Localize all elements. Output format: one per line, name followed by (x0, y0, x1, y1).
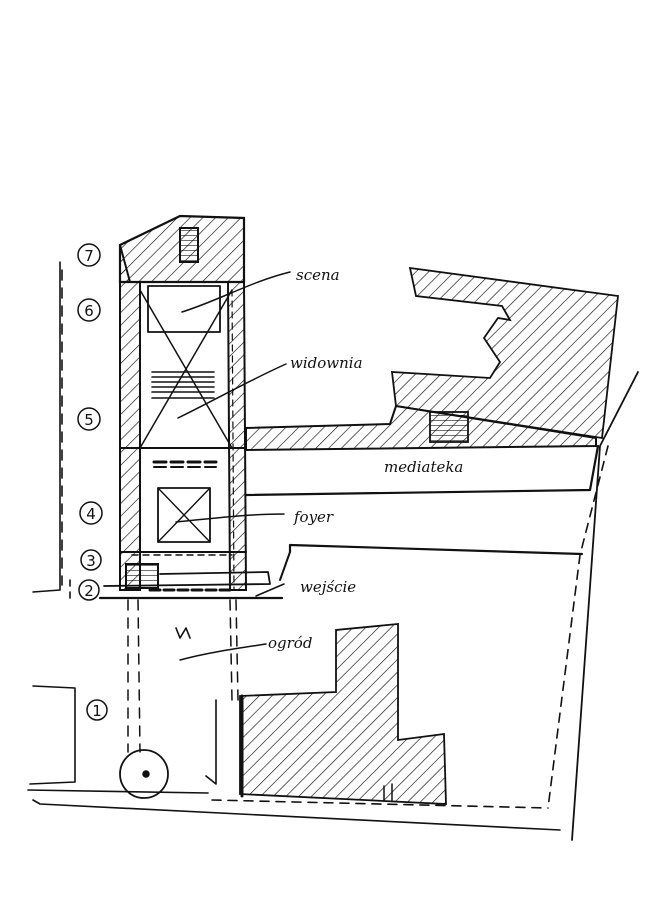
site-boundary-left (27, 261, 561, 831)
entrance-stair (125, 563, 159, 589)
label-widownia: widownia (290, 354, 363, 372)
connector-wing (244, 404, 600, 581)
svg-text:4: 4 (86, 505, 96, 523)
svg-text:7: 7 (84, 247, 94, 265)
svg-text:1: 1 (92, 702, 102, 720)
level-marker-3: 3 (80, 549, 102, 571)
label-mediateka: mediateka (384, 458, 463, 476)
svg-text:5: 5 (84, 411, 94, 429)
level-marker-1: 1 (86, 699, 108, 721)
scena-box (147, 285, 221, 333)
garden-path (119, 599, 239, 799)
level-marker-4: 4 (79, 501, 103, 525)
label-scena: scena (296, 266, 340, 284)
svg-text:2: 2 (84, 582, 94, 600)
level-marker-6: 6 (77, 298, 101, 322)
tree-symbol (119, 749, 169, 799)
lower-building (205, 623, 447, 805)
site-boundary-right (211, 371, 639, 841)
level-markers: 7 6 5 4 3 2 1 (77, 243, 108, 721)
tower-building (98, 214, 284, 600)
stair-block-top (179, 227, 199, 263)
label-ogrod: ogród (268, 634, 312, 652)
level-marker-5: 5 (77, 407, 101, 431)
label-foyer: foyer (293, 508, 334, 526)
tower-wall-left (119, 244, 141, 591)
mediateka-building (390, 266, 619, 440)
level-marker-7: 7 (77, 243, 101, 267)
label-wejscie: wejście (300, 578, 356, 596)
svg-text:3: 3 (86, 552, 96, 570)
leader-lines (175, 271, 291, 661)
tower-wall-right (226, 281, 248, 591)
foyer-box (157, 487, 211, 543)
seating-rows (151, 371, 218, 468)
svg-text:6: 6 (84, 302, 94, 320)
level-marker-2: 2 (78, 579, 100, 601)
